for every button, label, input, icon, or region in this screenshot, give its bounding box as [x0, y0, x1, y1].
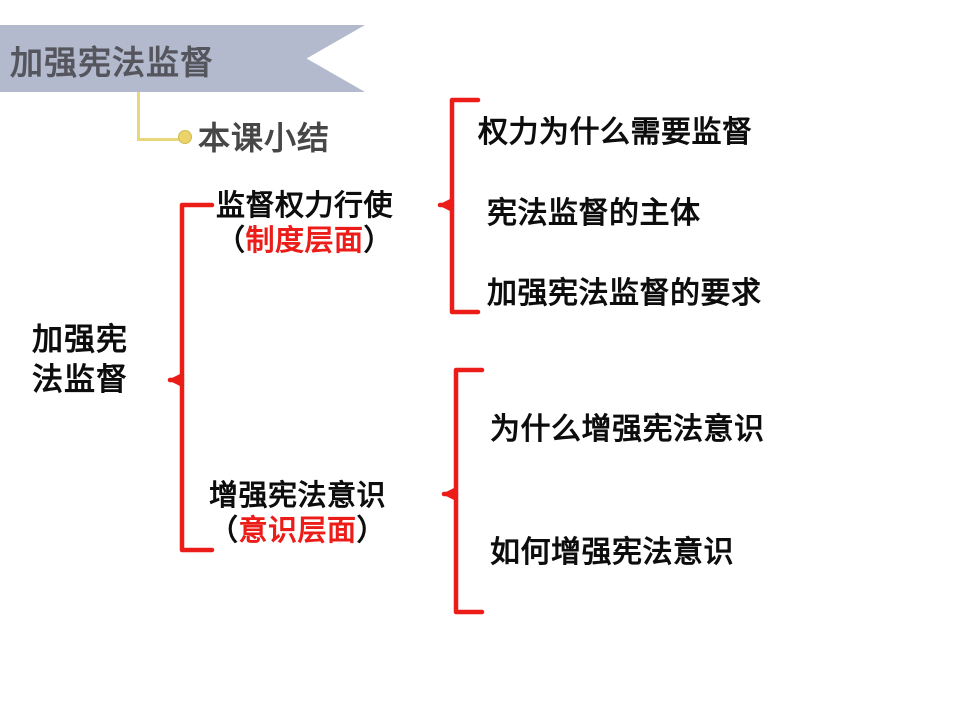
leaf-strengthen-supervision-requirements: 加强宪法监督的要求 — [487, 277, 762, 310]
ribbon-banner — [0, 25, 365, 92]
branch-label-supervise-power: 监督权力行使 （制度层面） — [216, 189, 393, 260]
branch-label-strengthen-awareness: 增强宪法意识 （意识层面） — [209, 479, 386, 550]
branch-2-qualifier-text: 意识层面 — [238, 515, 357, 548]
yellow-elbow-connector — [137, 92, 185, 141]
branch-2-paren-open: （ — [209, 515, 239, 548]
leaf-how-strengthen-awareness: 如何增强宪法意识 — [490, 536, 734, 569]
branch-1-paren-open: （ — [216, 225, 246, 258]
page-title: 加强宪法监督 — [10, 44, 214, 81]
lesson-summary-label: 本课小结 — [198, 120, 331, 156]
root-line-1: 加强宪 — [32, 322, 128, 357]
arrowhead-branch-2 — [442, 486, 458, 502]
arrowhead-branch-1 — [438, 197, 454, 213]
root-line-2: 法监督 — [32, 361, 128, 397]
branch-2-name: 增强宪法意识 — [209, 480, 387, 512]
branch-1-paren-close: ） — [363, 225, 394, 258]
mindmap-root-node: 加强宪 法监督 — [32, 320, 128, 399]
leaf-constitution-supervision-subject: 宪法监督的主体 — [487, 197, 701, 230]
yellow-bullet-dot — [178, 130, 192, 144]
branch-2-qualifier: （意识层面） — [209, 514, 386, 549]
branch-2-paren-close: ） — [356, 515, 387, 548]
branch-1-qualifier: （制度层面） — [216, 224, 393, 259]
branch-1-qualifier-text: 制度层面 — [245, 225, 364, 258]
leaf-why-power-needs-supervision: 权力为什么需要监督 — [478, 116, 753, 149]
arrowhead-root — [168, 372, 184, 388]
leaf-why-strengthen-awareness: 为什么增强宪法意识 — [490, 413, 765, 446]
branch-1-name: 监督权力行使 — [216, 190, 394, 222]
